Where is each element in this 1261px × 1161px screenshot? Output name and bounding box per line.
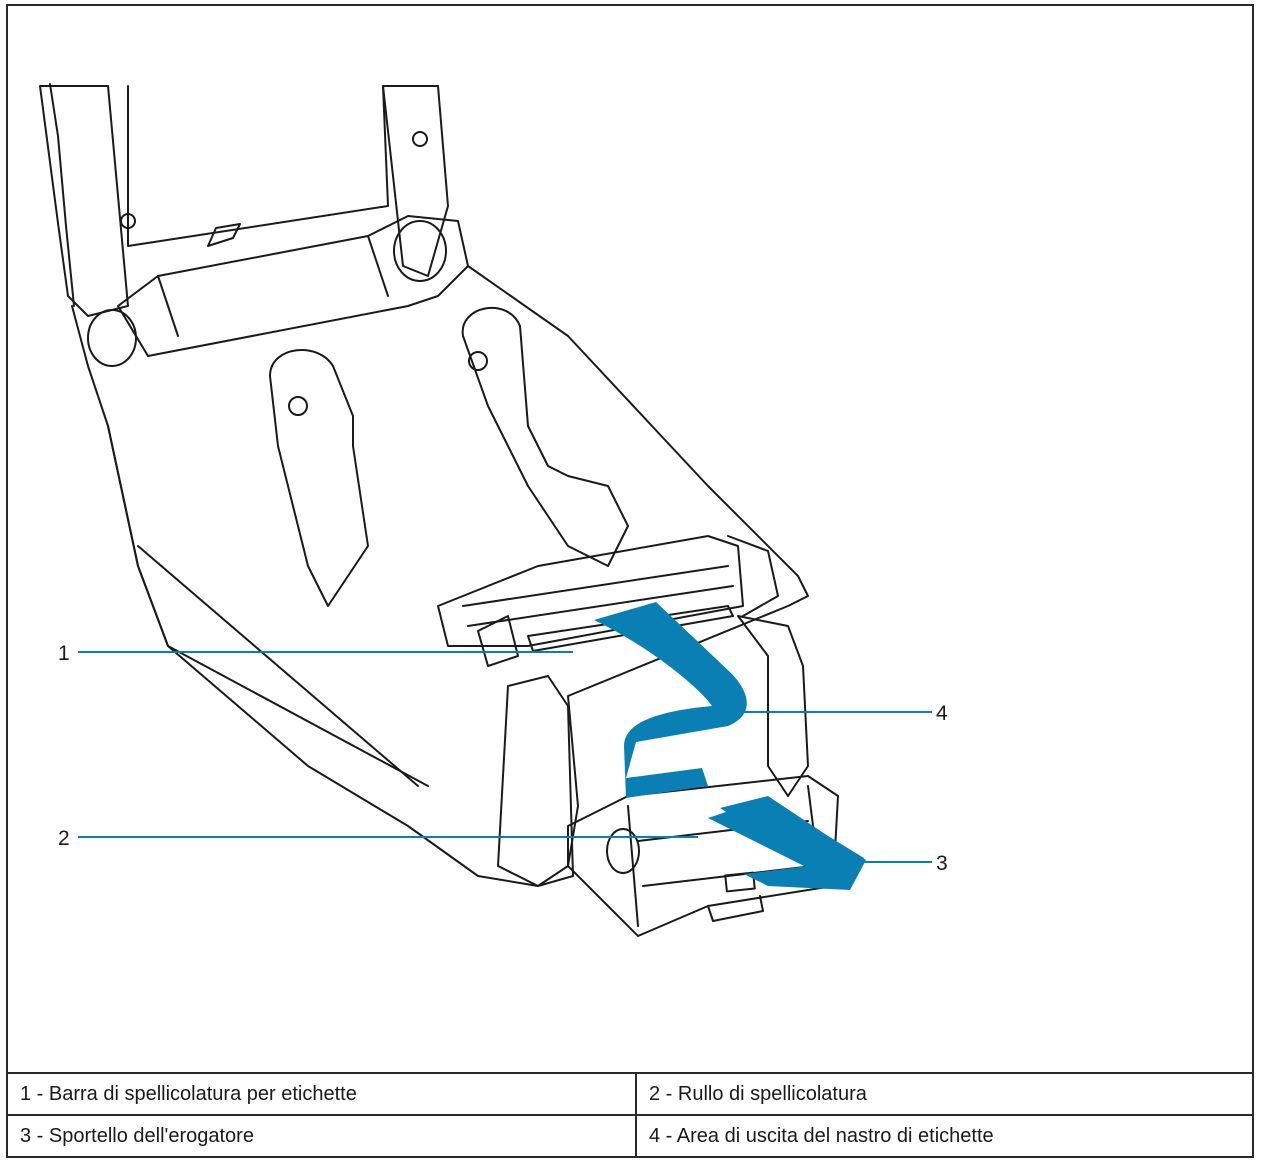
label-liner-arrowhead xyxy=(708,798,866,890)
lid-hinge xyxy=(117,215,469,357)
lid-hole-right xyxy=(412,131,428,147)
legend-row: 1 - Barra di spellicolatura per etichett… xyxy=(8,1072,1252,1115)
lid-left-arm xyxy=(39,85,129,317)
gear xyxy=(477,615,519,667)
platen-roller xyxy=(437,535,744,647)
callout-1: 1 xyxy=(58,642,70,665)
legend-row: 3 - Sportello dell'erogatore 4 - Area di… xyxy=(8,1114,1252,1156)
legend-item-4: 4 - Area di uscita del nastro di etichet… xyxy=(636,1114,1252,1156)
lid-hole-left xyxy=(120,213,136,229)
lid-inner-back xyxy=(127,85,389,247)
legend-table: 1 - Barra di spellicolatura per etichett… xyxy=(8,1072,1252,1156)
printer-illustration: 1 2 3 4 xyxy=(8,6,1252,1072)
roll-holder-left xyxy=(269,349,369,607)
front-left-pillar xyxy=(497,675,574,887)
legend-item-2: 2 - Rullo di spellicolatura xyxy=(636,1072,1252,1115)
hinge-knob-right xyxy=(393,220,447,282)
legend-item-1: 1 - Barra di spellicolatura per etichett… xyxy=(8,1072,637,1115)
legend-item-3: 3 - Sportello dell'erogatore xyxy=(8,1114,637,1156)
lid-left-edge xyxy=(49,83,75,307)
right-side-panel xyxy=(737,615,809,797)
figure-frame: 1 2 3 4 1 - Barra di spellicolatura per … xyxy=(6,4,1254,1158)
label-liner-upper xyxy=(594,602,747,798)
callout-3: 3 xyxy=(936,852,948,875)
hinge-knob-left xyxy=(87,309,137,367)
roll-holder-right xyxy=(461,307,629,567)
roll-holder-left-hub xyxy=(288,396,308,416)
printer-body xyxy=(71,265,809,887)
callout-2: 2 xyxy=(58,827,70,850)
dispenser-door xyxy=(567,775,839,937)
dispenser-roller-end xyxy=(606,828,640,874)
roll-holder-right-hub xyxy=(468,351,488,371)
callout-4: 4 xyxy=(936,702,948,725)
printer-drawing: 1 2 3 4 xyxy=(39,83,948,937)
door-latch xyxy=(724,871,756,893)
lid-right-arm xyxy=(382,85,449,277)
